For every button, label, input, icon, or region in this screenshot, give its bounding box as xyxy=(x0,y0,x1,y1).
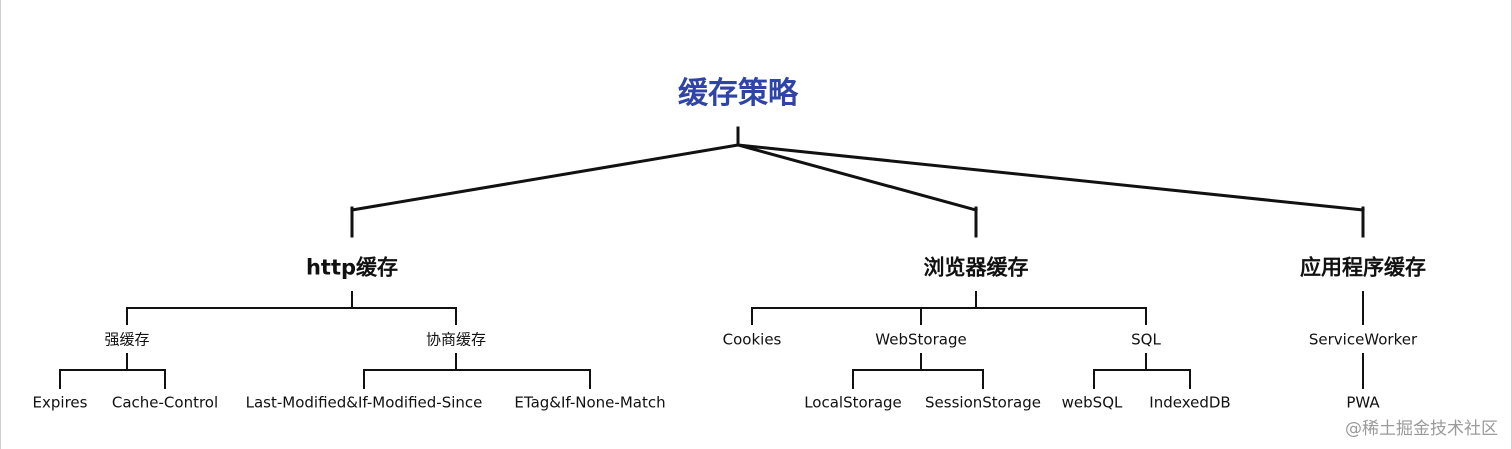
webstorage-node: WebStorage xyxy=(875,330,967,349)
negotiated-cache-node: 协商缓存 xyxy=(425,330,487,349)
etag-node: ETag&If-None-Match xyxy=(514,393,666,412)
http-cache-node: http缓存 xyxy=(305,255,399,280)
watermark: @稀土掘金技术社区 xyxy=(1345,419,1498,439)
localstorage-node: LocalStorage xyxy=(804,393,902,412)
root-to-http xyxy=(350,143,740,212)
root-node: 缓存策略 xyxy=(678,76,798,111)
frame-left-edge xyxy=(0,0,1,449)
root-to-app xyxy=(736,143,1365,212)
pwa-node: PWA xyxy=(1346,393,1380,412)
indexeddb-node: IndexedDB xyxy=(1149,393,1231,412)
root-to-browser xyxy=(736,143,978,212)
expires-node: Expires xyxy=(32,393,88,412)
sessionstorage-node: SessionStorage xyxy=(925,393,1041,412)
cookies-node: Cookies xyxy=(722,330,782,349)
last-modified-node: Last-Modified&If-Modified-Since xyxy=(245,393,483,412)
cache-control-node: Cache-Control xyxy=(111,393,219,412)
browser-cache-node: 浏览器缓存 xyxy=(923,255,1029,280)
websql-node: webSQL xyxy=(1061,393,1123,412)
sql-node: SQL xyxy=(1131,330,1161,349)
strong-cache-node: 强缓存 xyxy=(104,330,150,349)
app-cache-node: 应用程序缓存 xyxy=(1300,255,1426,280)
serviceworker-node: ServiceWorker xyxy=(1308,330,1418,349)
